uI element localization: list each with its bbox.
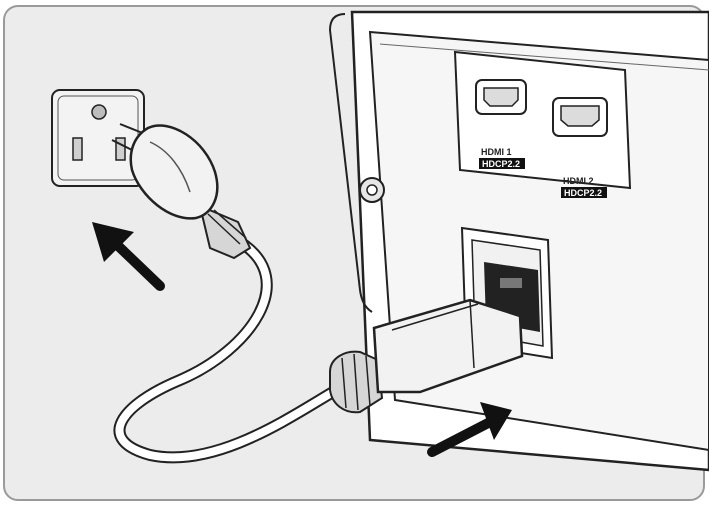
wall-plug [111, 123, 219, 220]
cord-strain-relief-wall [198, 204, 252, 260]
arrow-up-left-icon [92, 222, 165, 291]
hdmi-2-spec: HDCP2.2 [564, 188, 602, 198]
hdmi-port-2 [552, 97, 608, 137]
hdmi-2-spec-badge [561, 187, 607, 198]
wall-outlet [51, 89, 145, 187]
arrow-up-right-icon [427, 402, 512, 457]
power-cord [113, 204, 351, 464]
hdmi-1-spec-badge [479, 158, 525, 169]
outlet-slot-left [72, 137, 83, 161]
hdmi-2-label: HDMI 2 [563, 176, 594, 186]
hdmi-port-1 [475, 79, 527, 115]
hdmi-panel: HDMI 1 HDCP2.2 HDMI 2 HDCP2.2 [453, 50, 632, 198]
hdmi-1-label: HDMI 1 [481, 147, 512, 157]
hdmi-1-spec: HDCP2.2 [482, 159, 520, 169]
outlet-ground-hole [91, 104, 107, 120]
outlet-slot-right [115, 137, 126, 161]
projector-connector [329, 298, 524, 414]
